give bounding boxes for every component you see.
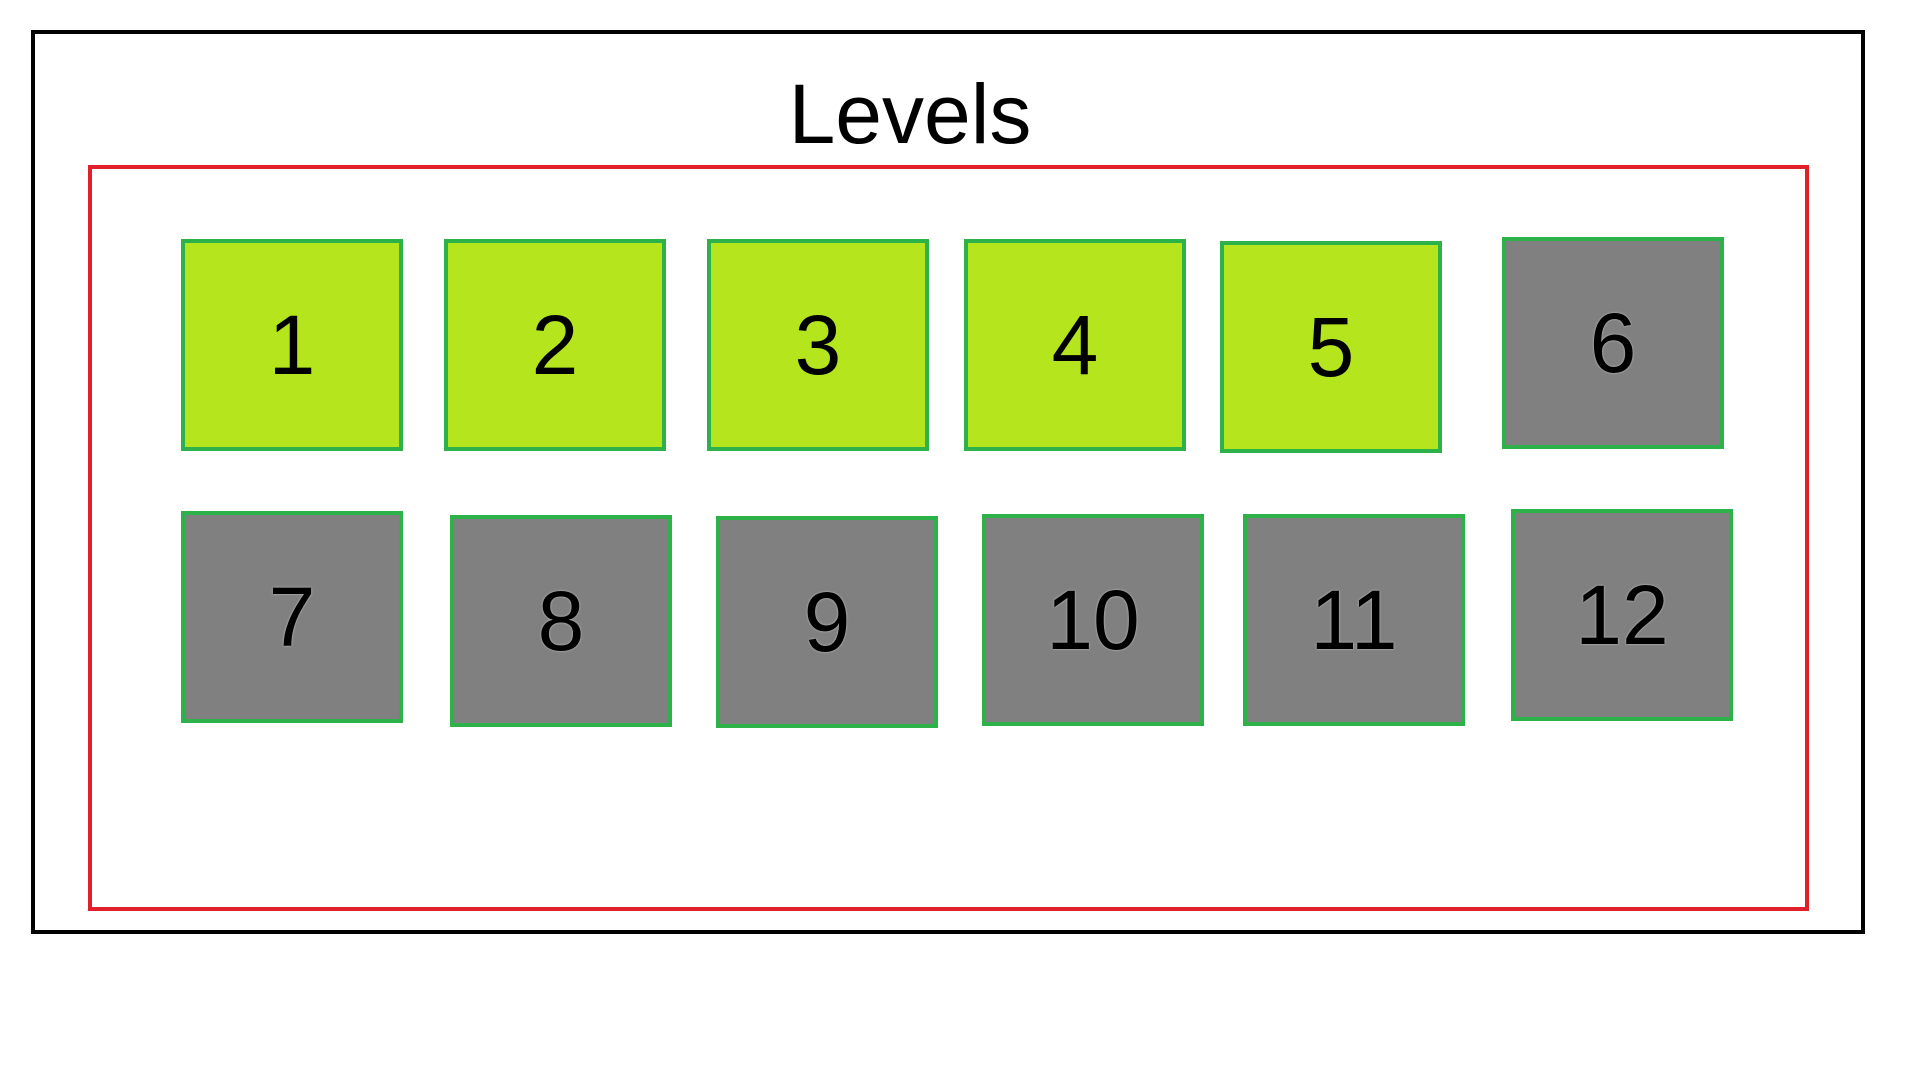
- outer-frame: [31, 30, 1865, 934]
- level-tile-8[interactable]: 8: [450, 515, 672, 727]
- level-tile-3[interactable]: 3: [707, 239, 929, 451]
- level-number: 1: [268, 297, 316, 392]
- level-number: 4: [1051, 297, 1099, 392]
- level-number: 11: [1310, 572, 1398, 667]
- level-grid-panel: [88, 165, 1809, 911]
- page-title: Levels: [788, 67, 1032, 161]
- level-number: 6: [1589, 295, 1637, 390]
- level-tile-1[interactable]: 1: [181, 239, 403, 451]
- level-number: 9: [803, 574, 851, 669]
- level-tile-9[interactable]: 9: [716, 516, 938, 728]
- level-tile-12[interactable]: 12: [1511, 509, 1733, 721]
- level-number: 2: [531, 297, 579, 392]
- level-number: 7: [268, 569, 316, 664]
- level-tile-11[interactable]: 11: [1243, 514, 1465, 726]
- level-number: 8: [537, 573, 585, 668]
- level-tile-10[interactable]: 10: [982, 514, 1204, 726]
- level-tile-7[interactable]: 7: [181, 511, 403, 723]
- level-tile-4[interactable]: 4: [964, 239, 1186, 451]
- level-tile-6[interactable]: 6: [1502, 237, 1724, 449]
- level-number: 5: [1307, 299, 1355, 394]
- level-tile-2[interactable]: 2: [444, 239, 666, 451]
- level-tile-5[interactable]: 5: [1220, 241, 1442, 453]
- level-number: 12: [1575, 567, 1669, 662]
- level-number: 10: [1046, 572, 1140, 667]
- level-number: 3: [794, 297, 842, 392]
